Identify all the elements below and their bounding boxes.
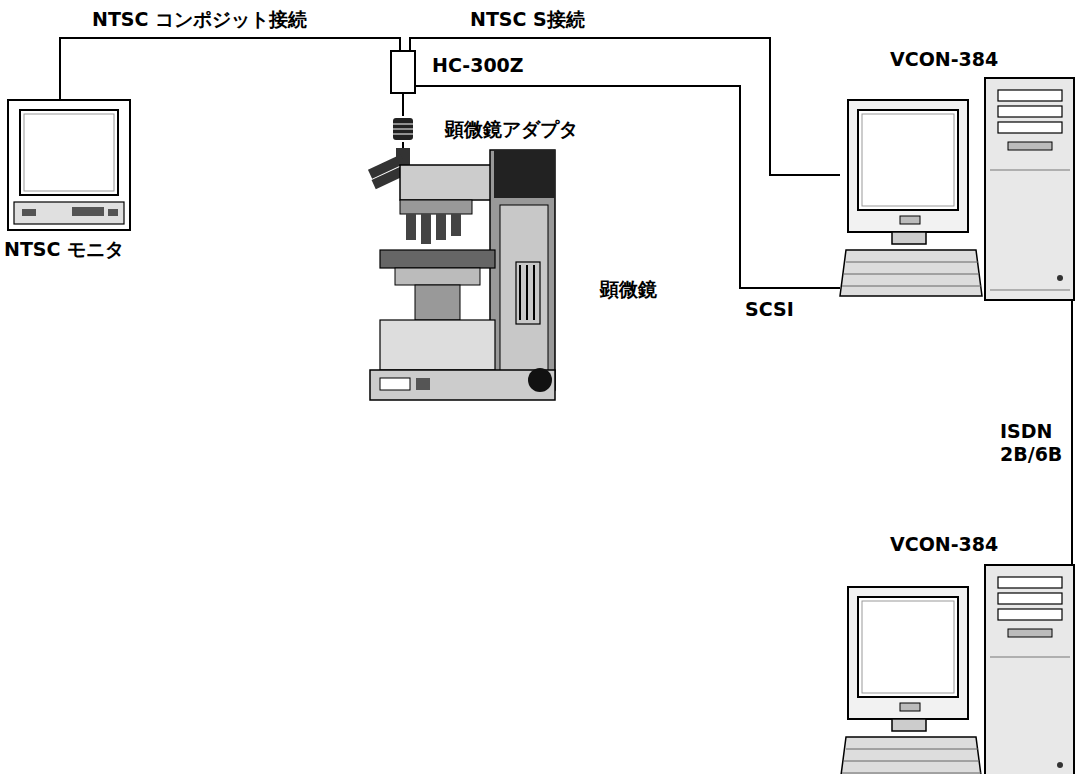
optical-link <box>402 94 404 116</box>
computer-unit: VCON-384 <box>840 565 1076 774</box>
connection-label: ISDN 2B/6B <box>1000 420 1066 466</box>
ntsc-monitor-drawing <box>8 100 130 230</box>
unit-label: 顕微鏡アダプタ <box>445 118 578 141</box>
unit-label: HC-300Z <box>432 54 524 77</box>
unit-label: NTSC モニタ <box>4 238 124 261</box>
optical-link <box>402 142 404 148</box>
connection-label: NTSC コンポジット接続 <box>92 8 307 31</box>
isdn-line <box>1071 300 1073 565</box>
unit-label: 顕微鏡 <box>600 278 657 301</box>
microscope-drawing <box>368 148 555 400</box>
unit-label: VCON-384 <box>890 48 998 71</box>
computer-unit: VCON-384 <box>840 78 1076 300</box>
adapter-drawing <box>393 118 413 140</box>
composite-cable <box>60 38 400 100</box>
s-video-cable <box>410 38 840 175</box>
microscope-unit: 顕微鏡 <box>365 148 555 406</box>
computer-drawing <box>840 565 1074 774</box>
scsi-cable <box>416 86 840 288</box>
connection-label: SCSI <box>745 298 794 321</box>
connection-label: NTSC S接続 <box>470 8 585 31</box>
monitor-unit: NTSC モニタ <box>8 100 130 230</box>
unit-label: VCON-384 <box>890 533 998 556</box>
computer-drawing <box>840 78 1074 300</box>
adapter-unit: 顕微鏡アダプタ <box>390 116 416 142</box>
camera-box: HC-300Z <box>390 50 416 94</box>
